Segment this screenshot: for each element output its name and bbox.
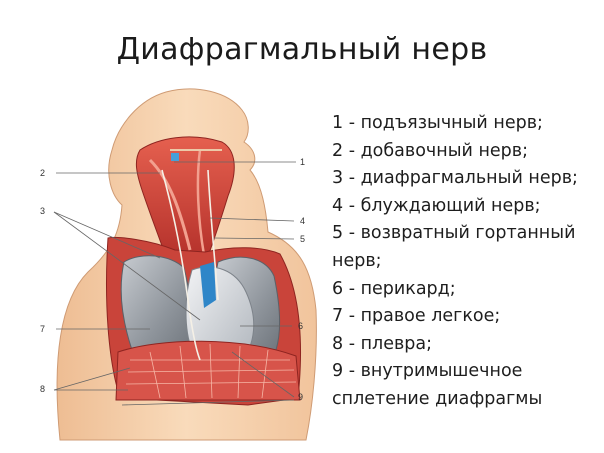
diaphragm <box>115 340 301 401</box>
legend-item-6: 6 - перикард; <box>332 278 456 299</box>
right-lung <box>120 255 194 356</box>
neck-muscles <box>135 136 235 263</box>
callout-7: 7 <box>40 324 45 334</box>
callout-5: 5 <box>300 234 305 244</box>
legend-item-7: 7 - правое легкое; <box>332 306 501 327</box>
legend-list: 1 - подъязычный нерв; 2 - добавочный нер… <box>332 110 600 414</box>
legend-item-4: 4 - блуждающий нерв; <box>332 195 541 216</box>
legend-item-3: 3 - диафрагмальный нерв; <box>332 168 578 189</box>
legend-item-9: 9 - внутримышечное сплетение диафрагмы <box>332 361 543 409</box>
legend-item-8: 8 - плевра; <box>332 333 433 354</box>
callout-2: 2 <box>40 168 45 178</box>
callout-9: 9 <box>298 392 303 402</box>
legend-item-1: 1 - подъязычный нерв; <box>332 113 543 133</box>
callout-8: 8 <box>40 384 45 394</box>
callout-1: 1 <box>300 157 305 167</box>
vena-cava <box>200 262 216 308</box>
legend-item-2: 2 - добавочный нерв; <box>332 140 528 161</box>
callout-3: 3 <box>40 206 45 216</box>
legend-item-5: 5 - возвратный гортанный нерв; <box>332 223 576 271</box>
page-title: Диафрагмальный нерв <box>116 32 488 67</box>
callout-4: 4 <box>300 216 305 226</box>
callout-6: 6 <box>298 321 303 331</box>
